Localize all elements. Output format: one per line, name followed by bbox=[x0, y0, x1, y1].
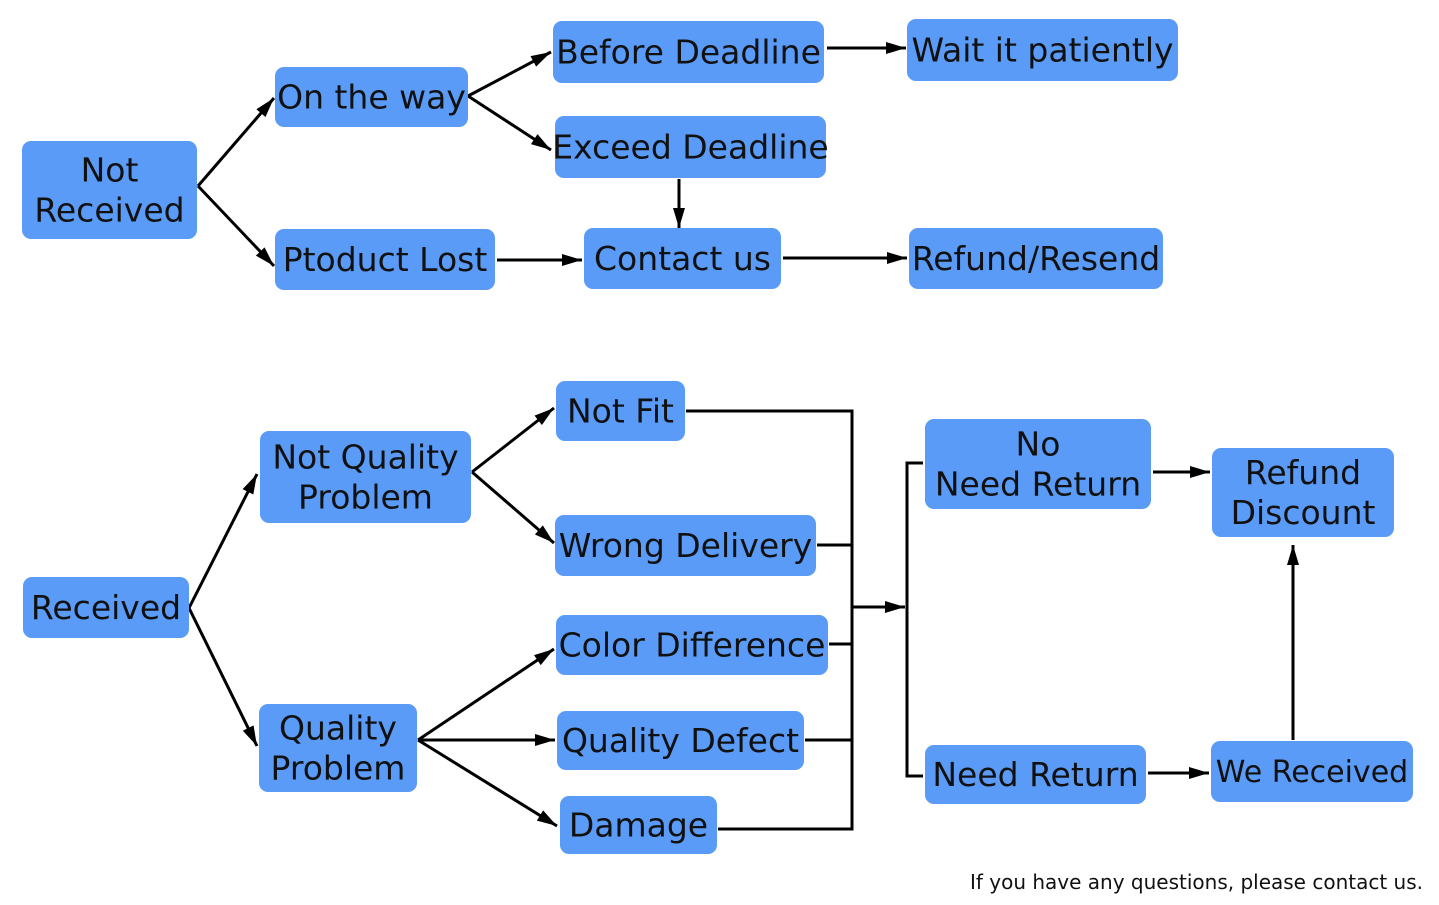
node-label: Not bbox=[81, 151, 139, 190]
node-label: Damage bbox=[569, 806, 708, 845]
arrowhead bbox=[673, 208, 685, 228]
node-box bbox=[560, 796, 717, 854]
node-label: Need Return bbox=[932, 755, 1138, 794]
node-label: Wait it patiently bbox=[911, 31, 1173, 70]
node-box bbox=[260, 431, 471, 523]
node-label: Not Fit bbox=[567, 392, 674, 431]
node-box bbox=[557, 711, 804, 770]
node-exceed-deadline: Exceed Deadline bbox=[552, 116, 829, 178]
node-refund-resend: Refund/Resend bbox=[909, 228, 1163, 289]
node-box bbox=[275, 67, 468, 127]
node-received: Received bbox=[23, 577, 189, 638]
node-label: Exceed Deadline bbox=[552, 128, 828, 167]
node-on-the-way: On the way bbox=[275, 67, 468, 127]
arrowhead bbox=[887, 252, 907, 264]
node-box bbox=[909, 228, 1163, 289]
merge-bracket bbox=[686, 409, 854, 831]
node-quality-defect: Quality Defect bbox=[557, 711, 804, 770]
node-label: Contact us bbox=[594, 239, 771, 278]
node-label: Received bbox=[31, 588, 181, 627]
arrowhead bbox=[530, 134, 551, 150]
node-label: Quality bbox=[279, 709, 397, 748]
arrowhead bbox=[242, 725, 257, 746]
edge-quality-color-difference bbox=[417, 647, 555, 742]
node-box bbox=[275, 229, 495, 290]
arrowhead bbox=[256, 98, 274, 118]
node-box bbox=[1212, 448, 1394, 537]
node-box bbox=[555, 515, 816, 576]
node-box bbox=[259, 704, 417, 792]
node-label: Received bbox=[34, 191, 184, 230]
arrowhead bbox=[1287, 545, 1299, 565]
node-not-fit: Not Fit bbox=[556, 381, 685, 441]
node-box bbox=[1211, 741, 1413, 802]
node-label: Ptoduct Lost bbox=[283, 240, 488, 279]
node-before-deadline: Before Deadline bbox=[553, 21, 824, 83]
edge-received-not-quality bbox=[187, 473, 259, 609]
arrowhead bbox=[534, 525, 554, 543]
arrowhead bbox=[255, 247, 274, 266]
node-label: Refund bbox=[1245, 453, 1361, 492]
node-box bbox=[925, 419, 1151, 509]
node-label: Before Deadline bbox=[556, 33, 821, 72]
node-box bbox=[23, 577, 189, 638]
arrowhead bbox=[1189, 767, 1209, 779]
node-label: Problem bbox=[298, 478, 433, 517]
node-need-return: Need Return bbox=[925, 745, 1146, 804]
node-label: On the way bbox=[277, 78, 466, 117]
node-label: Discount bbox=[1231, 493, 1376, 532]
edge-received-quality bbox=[187, 607, 259, 747]
node-box bbox=[553, 21, 824, 83]
node-wrong-delivery: Wrong Delivery bbox=[555, 515, 816, 576]
node-box bbox=[555, 116, 826, 178]
node-box bbox=[556, 615, 828, 675]
arrowhead bbox=[562, 254, 582, 266]
node-label: Wrong Delivery bbox=[559, 526, 813, 565]
node-damage: Damage bbox=[560, 796, 717, 854]
node-we-received: We Received bbox=[1211, 741, 1413, 802]
node-label: Refund/Resend bbox=[912, 239, 1160, 278]
node-box bbox=[925, 745, 1146, 804]
node-box bbox=[907, 19, 1178, 81]
node-color-difference: Color Difference bbox=[556, 615, 828, 675]
node-wait-patiently: Wait it patiently bbox=[907, 19, 1178, 81]
node-label: Quality Defect bbox=[562, 721, 799, 760]
arrowhead bbox=[1190, 466, 1210, 478]
node-label: We Received bbox=[1216, 755, 1408, 790]
node-label: Problem bbox=[271, 749, 406, 788]
arrowhead bbox=[886, 42, 906, 54]
footnote: If you have any questions, please contac… bbox=[969, 870, 1423, 894]
node-label: No bbox=[1016, 425, 1061, 464]
node-contact-us: Contact us bbox=[584, 228, 781, 289]
arrowhead bbox=[530, 52, 551, 67]
node-label: Color Difference bbox=[559, 626, 826, 665]
outcome-bracket bbox=[905, 461, 923, 778]
arrowhead bbox=[536, 810, 557, 826]
node-box bbox=[22, 141, 197, 239]
node-label: Not Quality bbox=[272, 438, 458, 477]
connectors bbox=[187, 42, 1299, 831]
node-box bbox=[556, 381, 685, 441]
node-box bbox=[584, 228, 781, 289]
arrowhead bbox=[242, 474, 257, 495]
arrowhead bbox=[534, 649, 554, 666]
arrowhead bbox=[534, 408, 554, 426]
edge-quality-damage bbox=[417, 738, 558, 828]
node-label: Need Return bbox=[935, 465, 1141, 504]
arrowhead bbox=[535, 734, 555, 746]
arrowhead bbox=[885, 601, 905, 613]
node-product-lost: Ptoduct Lost bbox=[275, 229, 495, 290]
